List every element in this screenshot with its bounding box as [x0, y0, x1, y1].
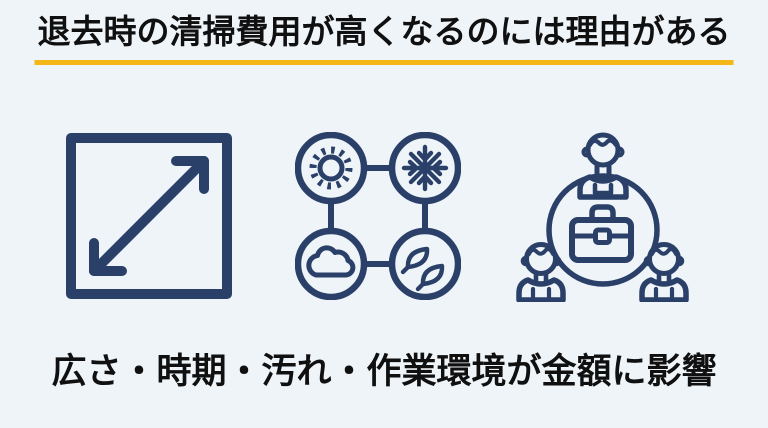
snowflake-icon: [401, 144, 449, 191]
four-seasons-icon: [295, 131, 461, 300]
cloud-circle: [295, 227, 368, 300]
work-team-briefcase-icon: [511, 130, 703, 302]
team-graphic: [516, 132, 689, 302]
room-size-expand-icon: [65, 132, 233, 300]
sun-icon: [309, 146, 353, 189]
icon-row: [0, 128, 768, 303]
sun-circle: [295, 131, 368, 204]
cloud-icon: [306, 244, 356, 277]
leaves-circle: [388, 227, 461, 300]
person-top-icon: [577, 132, 629, 200]
caption-text: 広さ・時期・汚れ・作業環境が金額に影響: [51, 352, 717, 391]
expand-arrows-graphic: [66, 132, 232, 299]
page-title-underline: 退去時の清掃費用が高くなるのには理由がある: [34, 13, 734, 65]
caption-wrap: 広さ・時期・汚れ・作業環境が金額に影響: [0, 350, 768, 394]
page-title: 退去時の清掃費用が高くなるのには理由がある: [37, 13, 731, 50]
team-circle: [546, 172, 660, 287]
person-left-icon: [516, 241, 566, 302]
person-right-icon: [639, 241, 689, 302]
leaves-icon: [400, 246, 445, 291]
seasons-graphic: [295, 131, 461, 300]
briefcase-icon: [569, 203, 634, 263]
